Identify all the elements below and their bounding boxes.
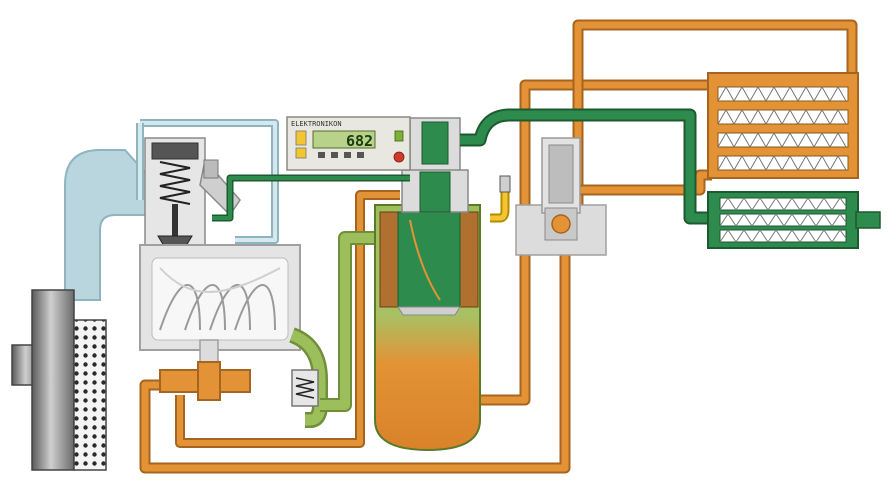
safety-valve: [490, 175, 511, 223]
air-filter: [11, 289, 107, 471]
controller-panel: ELEKTRONIKON 682: [286, 116, 411, 171]
controller-brand-label: ELEKTRONIKON: [291, 120, 342, 128]
separator-tank: [374, 204, 481, 452]
intake-valve: [144, 137, 241, 251]
check-valve: [291, 369, 319, 407]
screw-rotors: [159, 267, 281, 331]
oil-stop-valve: [159, 361, 251, 401]
oil-cooler-fins: [717, 85, 849, 172]
thermostatic-valve: [515, 137, 607, 256]
compressed-air-line: [212, 108, 712, 225]
oil-cooler: [707, 72, 859, 179]
min-pressure-valve: [401, 117, 469, 213]
discharge-pipe: [288, 231, 378, 428]
controller-display-value: 682: [346, 132, 373, 150]
air-aftercooler: [707, 191, 881, 249]
screw-element: [139, 244, 301, 386]
